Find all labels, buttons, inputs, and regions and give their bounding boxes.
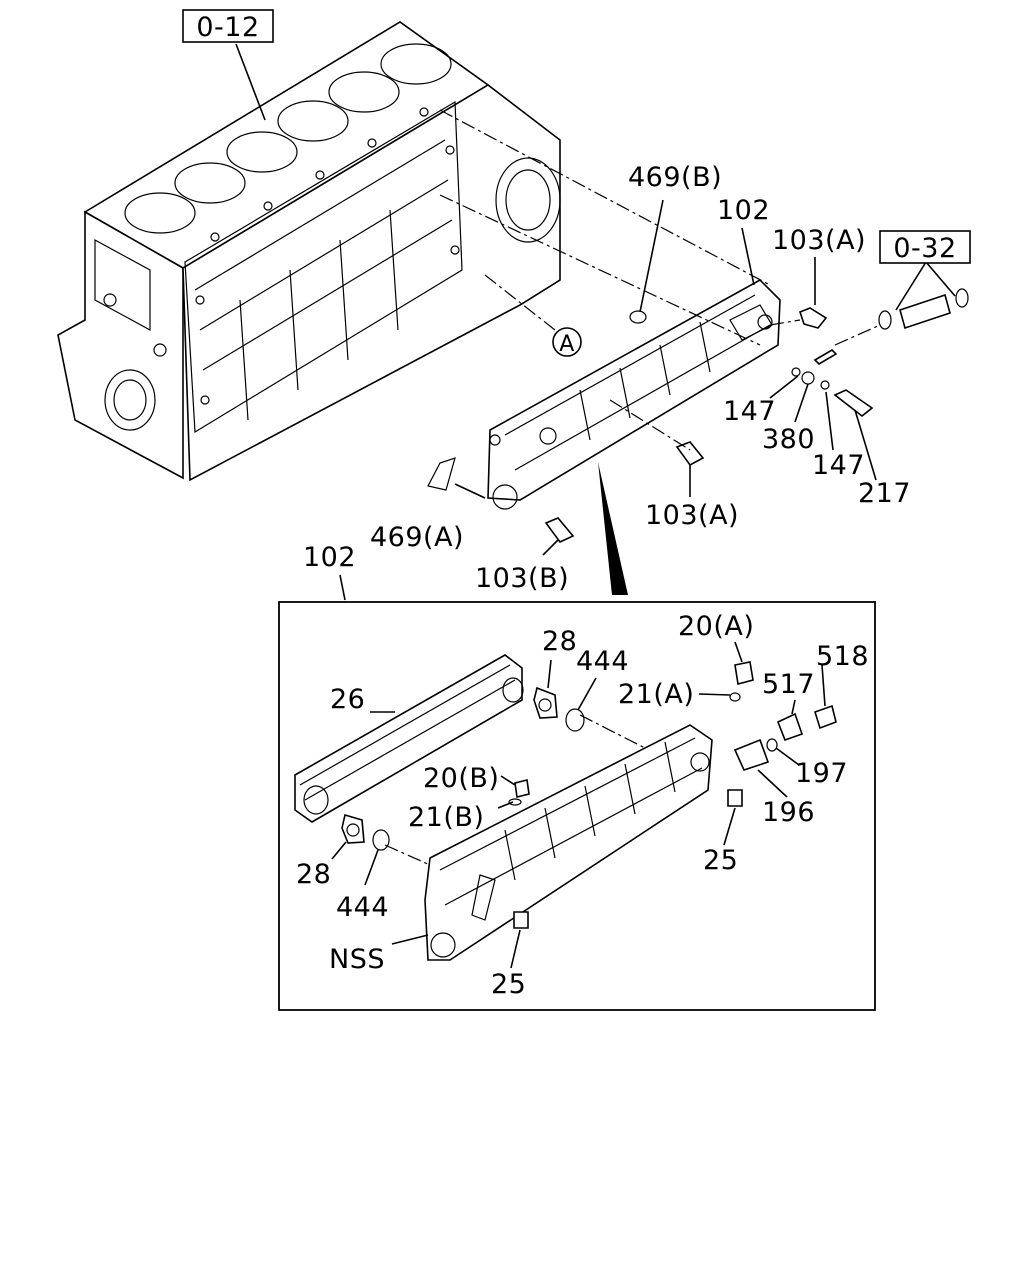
oring-444-bottom: [372, 829, 390, 851]
gasket-28-top: [533, 686, 558, 719]
label-102-box: 102: [303, 542, 356, 573]
oil-cooler-assembly-top: [487, 279, 781, 510]
label-444-bottom: 444: [336, 892, 389, 923]
label-147-b: 147: [812, 450, 865, 481]
cylinder-bores: [124, 43, 452, 234]
label-517: 517: [762, 669, 815, 700]
leader-lines-top: [235, 43, 956, 601]
gasket-469b: [629, 310, 647, 324]
ref-label-0-32: 0-32: [893, 233, 956, 264]
callout-a: A: [552, 327, 582, 357]
cooler-element-26: [294, 654, 524, 823]
gasket-28-bottom: [341, 813, 365, 844]
label-26: 26: [330, 684, 365, 715]
label-25-bottom: 25: [491, 969, 526, 1000]
label-469a: 469(A): [370, 522, 464, 553]
leader-lines-detail: [331, 641, 826, 969]
label-469b: 469(B): [628, 162, 722, 193]
label-20b: 20(B): [423, 763, 499, 794]
oring-444-top: [565, 708, 585, 732]
label-20a: 20(A): [678, 611, 754, 642]
label-147-a: 147: [723, 396, 776, 427]
detail-box: [278, 601, 876, 1011]
label-nss: NSS: [329, 944, 385, 975]
label-103b: 103(B): [475, 563, 569, 594]
label-21a: 21(A): [618, 679, 694, 710]
ref-box-0-12: 0-12: [182, 9, 274, 43]
label-28-bottom: 28: [296, 859, 331, 890]
cooler-body-nss: [424, 724, 713, 961]
block-bolt-holes: [195, 107, 460, 405]
label-197: 197: [795, 758, 848, 789]
label-444-top: 444: [576, 646, 629, 677]
gasket-469a: [427, 457, 456, 491]
engine-block: [57, 21, 561, 482]
label-103a-mid: 103(A): [645, 500, 739, 531]
label-28-top: 28: [542, 626, 577, 657]
callout-a-label: A: [559, 332, 575, 357]
bolts-top: [544, 307, 874, 543]
water-hose: [878, 288, 969, 330]
label-380: 380: [762, 424, 815, 455]
label-102-top: 102: [717, 195, 770, 226]
detail-arrow: [598, 462, 628, 595]
label-25-right: 25: [703, 845, 738, 876]
label-103a-top: 103(A): [772, 225, 866, 256]
label-518: 518: [816, 641, 869, 672]
label-217: 217: [858, 478, 911, 509]
ref-box-0-32: 0-32: [879, 230, 971, 264]
ref-label-0-12: 0-12: [196, 12, 259, 43]
label-21b: 21(B): [408, 802, 484, 833]
label-196: 196: [762, 797, 815, 828]
detail-small-parts: [508, 661, 837, 929]
